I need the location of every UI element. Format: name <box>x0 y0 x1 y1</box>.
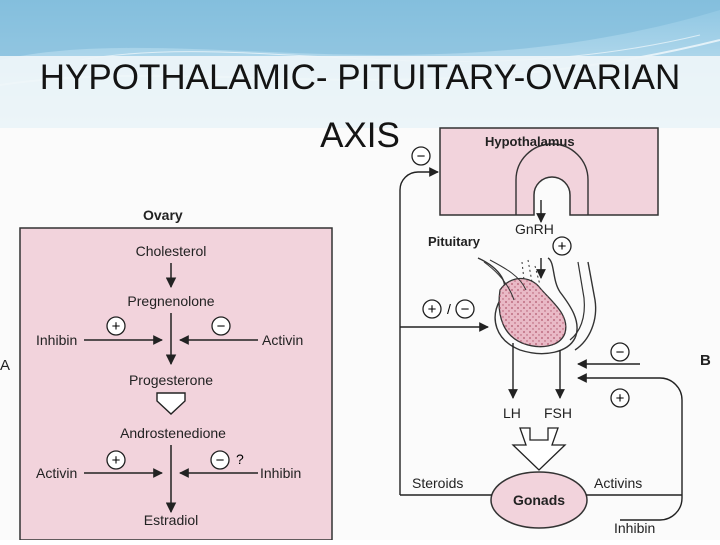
minus-circle-activin <box>211 316 231 336</box>
fsh-label: FSH <box>544 405 572 421</box>
gonads <box>490 471 588 529</box>
minus-circle-inhibin-feedback <box>610 342 630 362</box>
plus-sign: + <box>428 301 437 318</box>
slide-title-line-2: AXIS <box>320 116 400 155</box>
activin-label: Activin <box>36 465 77 481</box>
minus-sign: − <box>417 148 426 165</box>
plus-sign: + <box>616 390 625 407</box>
plus-circle-inhibin <box>106 316 126 336</box>
pituitary-vessel <box>489 259 527 291</box>
activin-label: Activin <box>262 332 303 348</box>
inhibin-output-label: Inhibin <box>614 520 655 536</box>
question-mark: ? <box>236 451 244 467</box>
activins-label: Activins <box>594 475 642 491</box>
lh-label: LH <box>503 405 521 421</box>
progesterone-label: Progesterone <box>129 372 213 388</box>
plus-sign: + <box>112 318 121 335</box>
minus-sign: − <box>216 452 225 469</box>
hypothalamus-box <box>439 127 659 216</box>
activin-feedback-arrow <box>577 373 683 521</box>
header-wave <box>0 0 720 60</box>
minus-circle-hypothalamus <box>411 146 431 166</box>
minus-sign: − <box>461 301 470 318</box>
minus-circle-inhibin <box>210 450 230 470</box>
cholesterol-label: Cholesterol <box>136 243 207 259</box>
plus-sign: + <box>558 238 567 255</box>
inhibin-label: Inhibin <box>36 332 77 348</box>
pituitary-vessel <box>483 261 515 301</box>
plus-circle-gnrh <box>552 236 572 256</box>
anterior-pituitary-dots <box>499 278 566 347</box>
pituitary-stalk-inner <box>569 261 585 341</box>
minus-sign: − <box>217 318 226 335</box>
portal-dots <box>521 259 541 286</box>
minus-circle-pituitary <box>455 299 475 319</box>
inhibin-label: Inhibin <box>260 465 301 481</box>
plus-circle-pituitary <box>422 299 442 319</box>
hypothalamus-label: Hypothalamus <box>485 134 575 149</box>
panel-b-letter: B <box>700 352 711 369</box>
hypothalamus-dome <box>515 143 589 215</box>
title-band <box>0 56 720 138</box>
plus-sign: + <box>112 452 121 469</box>
ovary-heading: Ovary <box>143 207 183 223</box>
slash: / <box>447 301 451 317</box>
plus-circle-activin <box>106 450 126 470</box>
estradiol-label: Estradiol <box>144 512 198 528</box>
gonads-label: Gonads <box>513 492 565 508</box>
steroids-label: Steroids <box>412 475 463 491</box>
steroid-feedback-hypothalamus <box>399 167 439 455</box>
pregnenolone-label: Pregnenolone <box>127 293 214 309</box>
gnrh-label: GnRH <box>515 221 554 237</box>
androstenedione-label: Androstenedione <box>120 425 226 441</box>
panel-a-letter: A <box>0 357 10 374</box>
plus-circle-activin-feedback <box>610 388 630 408</box>
minus-sign: − <box>616 344 625 361</box>
lh-fsh-to-gonads-arrow <box>511 427 567 471</box>
slide-title-line-1: HYPOTHALAMIC- PITUITARY-OVARIAN <box>39 58 681 97</box>
pituitary-stalk <box>574 261 597 351</box>
pituitary-label: Pituitary <box>428 234 481 249</box>
arrow-prog-andro <box>156 392 186 415</box>
